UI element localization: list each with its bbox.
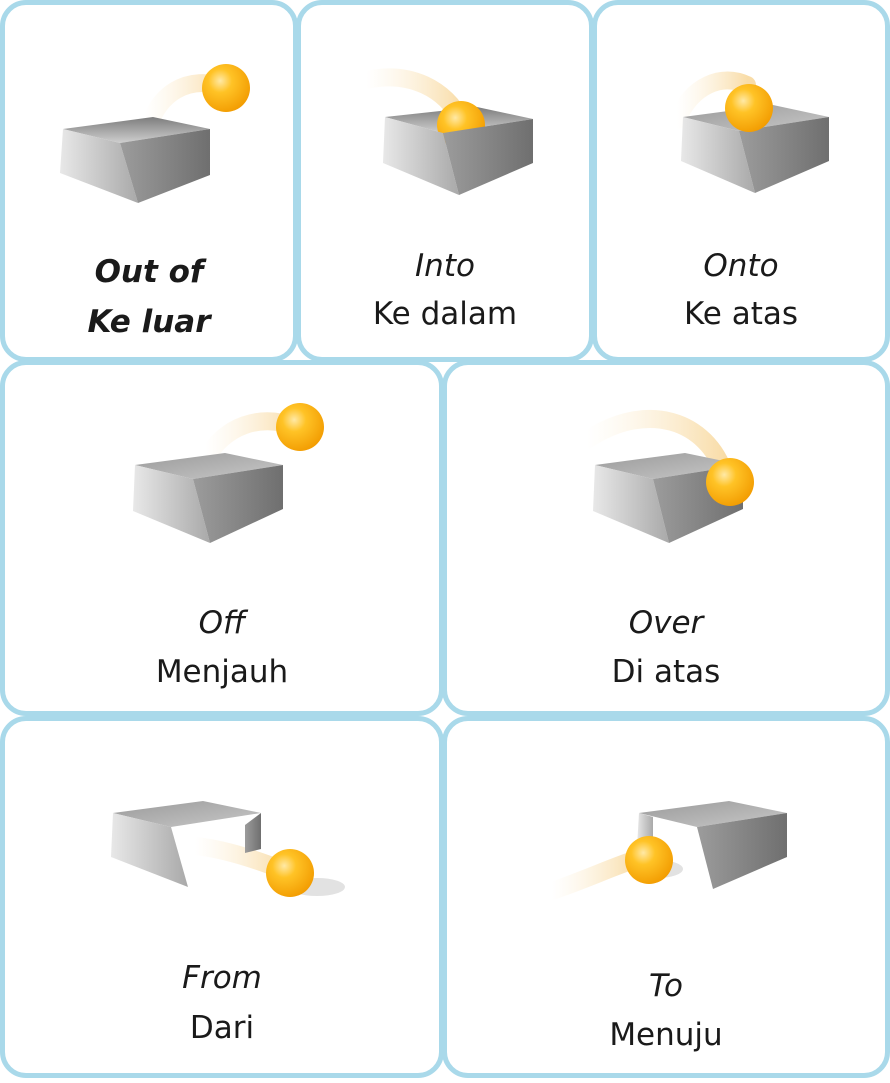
from-illustration	[111, 801, 345, 897]
label-english: To	[648, 968, 684, 1004]
box-front	[383, 117, 459, 195]
box-top	[595, 453, 743, 479]
label-english: Out of	[94, 254, 204, 290]
card-to: To Menuju	[442, 716, 890, 1078]
ball	[266, 849, 314, 897]
label-indonesian: Ke luar	[87, 304, 211, 340]
box-front	[60, 129, 138, 203]
box-top	[135, 453, 283, 479]
ball	[202, 64, 250, 112]
label-indonesian: Menuju	[609, 1017, 723, 1053]
card-over: Over Di atas	[442, 360, 890, 716]
box-top	[639, 801, 787, 827]
label-indonesian: Dari	[189, 1010, 255, 1046]
label-indonesian: Ke atas	[683, 296, 798, 332]
label-indonesian: Di atas	[611, 654, 721, 690]
box-side	[443, 119, 533, 195]
box-front	[593, 465, 669, 543]
ball	[276, 403, 324, 451]
card-onto: Onto Ke atas	[592, 0, 890, 362]
motion-trail	[543, 850, 646, 900]
onto-illustration	[668, 71, 829, 193]
label-english: Into	[415, 248, 475, 284]
ball	[725, 84, 773, 132]
box-front	[133, 465, 210, 543]
box-top	[113, 801, 261, 827]
off-illustration	[133, 403, 324, 543]
label-english: Over	[628, 605, 704, 641]
card-from: From Dari	[0, 716, 444, 1078]
over-illustration	[578, 409, 754, 543]
out-of-illustration	[60, 64, 250, 203]
motion-trail	[578, 409, 734, 484]
box-side	[739, 117, 829, 193]
box-front	[681, 117, 755, 193]
label-indonesian: Menjauh	[155, 654, 289, 690]
box-inner	[63, 117, 210, 143]
label-english: From	[182, 960, 262, 996]
box-front	[111, 813, 188, 887]
ball	[706, 458, 754, 506]
label-indonesian: Ke dalam	[372, 296, 518, 332]
box-side	[245, 813, 261, 853]
into-illustration	[357, 68, 533, 195]
box-side	[193, 465, 283, 543]
card-into: Into Ke dalam	[296, 0, 594, 362]
to-illustration	[543, 801, 787, 900]
label-english: Off	[198, 605, 246, 641]
card-off: Off Menjauh	[0, 360, 444, 716]
ball	[625, 836, 673, 884]
card-out-of: Out of Ke luar	[0, 0, 298, 362]
box-side	[120, 129, 210, 203]
box-side	[697, 813, 787, 889]
motion-trail	[668, 71, 756, 129]
label-english: Onto	[703, 248, 779, 284]
